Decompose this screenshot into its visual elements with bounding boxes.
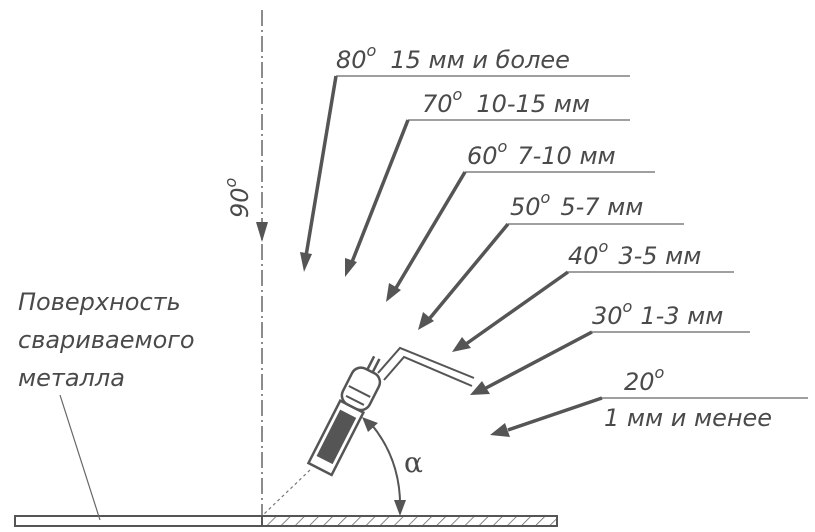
base-plate-hatched [261,515,558,527]
angle-arrow-60 [386,171,467,302]
angle-label-20-thickness: 1 мм и менее [604,404,772,432]
angle-arrow-20 [490,396,603,437]
surface-leader-line [59,394,101,521]
angle-arrow-30 [470,330,593,395]
alpha-arc-head-bottom [394,500,406,516]
base-plate-left [14,515,263,527]
alpha-angle-arc [371,424,402,513]
alpha-symbol: α [404,446,423,479]
vertical-angle-label: 90о [221,177,254,218]
angle-arrow-80 [300,75,338,272]
vertical-axis-arrowhead [256,222,268,242]
surface-label-line3: металла [18,364,125,392]
angle-arrow-70 [345,119,410,277]
welding-torch [263,346,475,515]
angle-arrow-50 [418,222,510,330]
surface-label-line2: свариваемого [18,326,195,354]
surface-label-line1: Поверхность [18,288,181,316]
alpha-arc-head-top [362,417,378,432]
angle-label-20-degrees: 20о [624,363,665,396]
angle-arrow-40 [452,270,570,352]
